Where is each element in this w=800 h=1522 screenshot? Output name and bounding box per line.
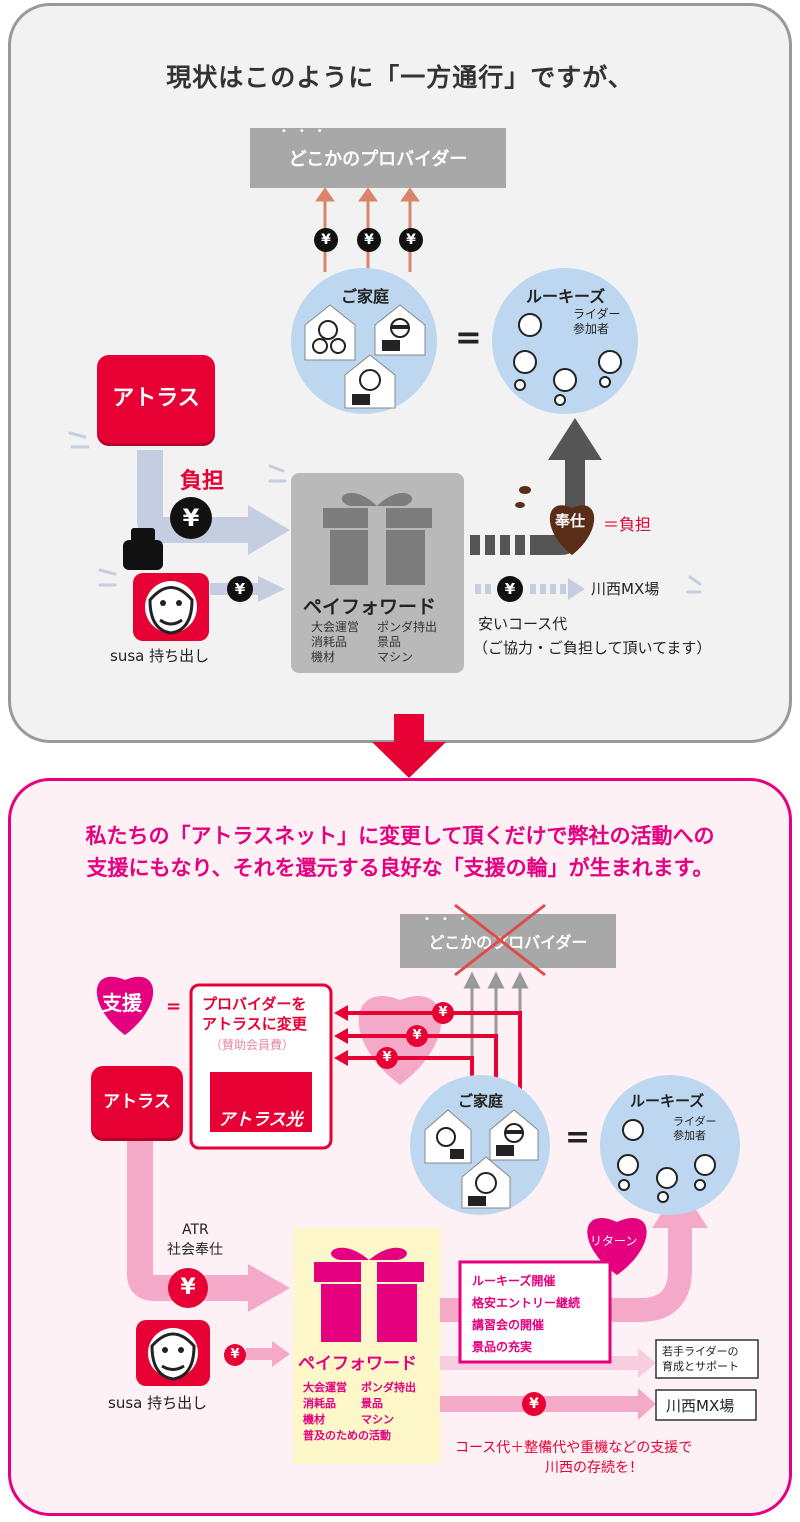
transition-arrow (372, 714, 446, 778)
bottom-equals-sign: = (565, 1120, 591, 1155)
bottom-home-house-icons (420, 1105, 545, 1214)
support-heart-label: 支援 (102, 991, 142, 1015)
bottom-kawanishi-label: 川西MX場 (666, 1397, 735, 1415)
return-items-list: ルーキーズ開催 格安エントリー継続 講習会の開催 景品の充実 (472, 1274, 581, 1354)
bottom-yen-flow-2: ¥ (406, 1025, 428, 1047)
proposal-title-line-2: 支援にもなり、それを還元する良好な「支援の輪」が生まれます。 (86, 856, 714, 880)
top-susa-label: susa 持ち出し (110, 647, 210, 665)
top-rider-icons (513, 313, 622, 406)
bottom-provider-box: どこかのプロバイダー (400, 914, 616, 968)
course-support-line-2: 川西の存続を！ (545, 1460, 643, 1476)
bottom-rider-label: ライダー 参加者 (673, 1115, 717, 1142)
bottom-atras-box: アトラス (91, 1066, 183, 1138)
change-provider-line-1: プロバイダーを (202, 995, 307, 1013)
bottom-rookies-circle (600, 1075, 740, 1215)
top-cheap-course-label: 安いコース代 (478, 615, 568, 633)
young-riders-label: 若手ライダーの 育成とサポート (662, 1345, 739, 1373)
bottom-kawanishi-yen: ¥ (522, 1392, 546, 1416)
top-rider-label: ライダー 参加者 (573, 307, 621, 336)
top-provider-box: どこかのプロバイダー (250, 128, 506, 188)
top-yen-coin-2: ¥ (357, 228, 381, 252)
course-support-line-1: コース代＋整備代や重機などの支援で (455, 1440, 693, 1456)
atr-yen-coin: ¥ (168, 1268, 208, 1308)
support-equals-sign: = (166, 996, 182, 1017)
top-home-label: ご家庭 (341, 287, 390, 306)
bottom-yen-flow-1: ¥ (432, 1002, 454, 1024)
top-yen-coin-3: ¥ (399, 228, 423, 252)
top-kawanishi-label: 川西MX場 (591, 580, 660, 598)
atras-hikari-logo: アトラス光 (218, 1110, 303, 1130)
top-atras-box: アトラス (97, 355, 215, 443)
top-burden-yen: ¥ (170, 497, 212, 539)
bottom-home-label: ご家庭 (458, 1092, 504, 1110)
top-kawanishi-yen: ¥ (497, 576, 523, 602)
atr-label-line-2: 社会奉仕 (167, 1242, 223, 1258)
top-home-house-icons (300, 300, 430, 414)
bottom-susa-label: susa 持ち出し (108, 1394, 208, 1412)
current-state-title: 現状はこのように「一方通行」ですが、 (166, 63, 634, 92)
top-equals-sign: = (455, 318, 482, 356)
bottom-susa-yen: ¥ (224, 1344, 246, 1366)
top-hoshi-label: 奉仕 (555, 512, 586, 530)
proposal-title-line-1: 私たちの「アトラスネット」に変更して頂くだけで弊社の活動への (85, 824, 715, 848)
bottom-provider-dots: ••• (424, 914, 478, 925)
top-cheap-note-label: （ご協力・ご負担して頂いてます） (473, 639, 712, 657)
top-yen-coin-1: ¥ (314, 228, 338, 252)
top-payforward-label: ペイフォワード (303, 596, 437, 618)
top-diagram-graphics (68, 187, 702, 673)
return-heart-label: リターン (590, 1234, 638, 1248)
top-provider-dots: ••• (281, 126, 335, 137)
bottom-payforward-label: ペイフォワード (298, 1354, 417, 1374)
top-burden-label: 負担 (180, 469, 225, 494)
top-payforward-items: 大会運営ポンダ持出 消耗品景品 機材マシン (311, 620, 438, 664)
bottom-yen-flow-3: ¥ (376, 1047, 398, 1069)
atr-label-line-1: ATR (182, 1222, 209, 1238)
top-susa-yen: ¥ (227, 576, 253, 602)
top-hoshi-eq-label: ＝負担 (603, 515, 652, 534)
top-rookies-label: ルーキーズ (526, 287, 606, 306)
change-provider-line-2: アトラスに変更 (202, 1015, 307, 1033)
bottom-payforward-items: 大会運営ポンダ持出 消耗品景品 機材マシン 普及のための活動 (303, 1381, 416, 1442)
change-provider-line-3: （賛助会員費） (210, 1038, 295, 1052)
bottom-rookies-label: ルーキーズ (630, 1092, 705, 1110)
